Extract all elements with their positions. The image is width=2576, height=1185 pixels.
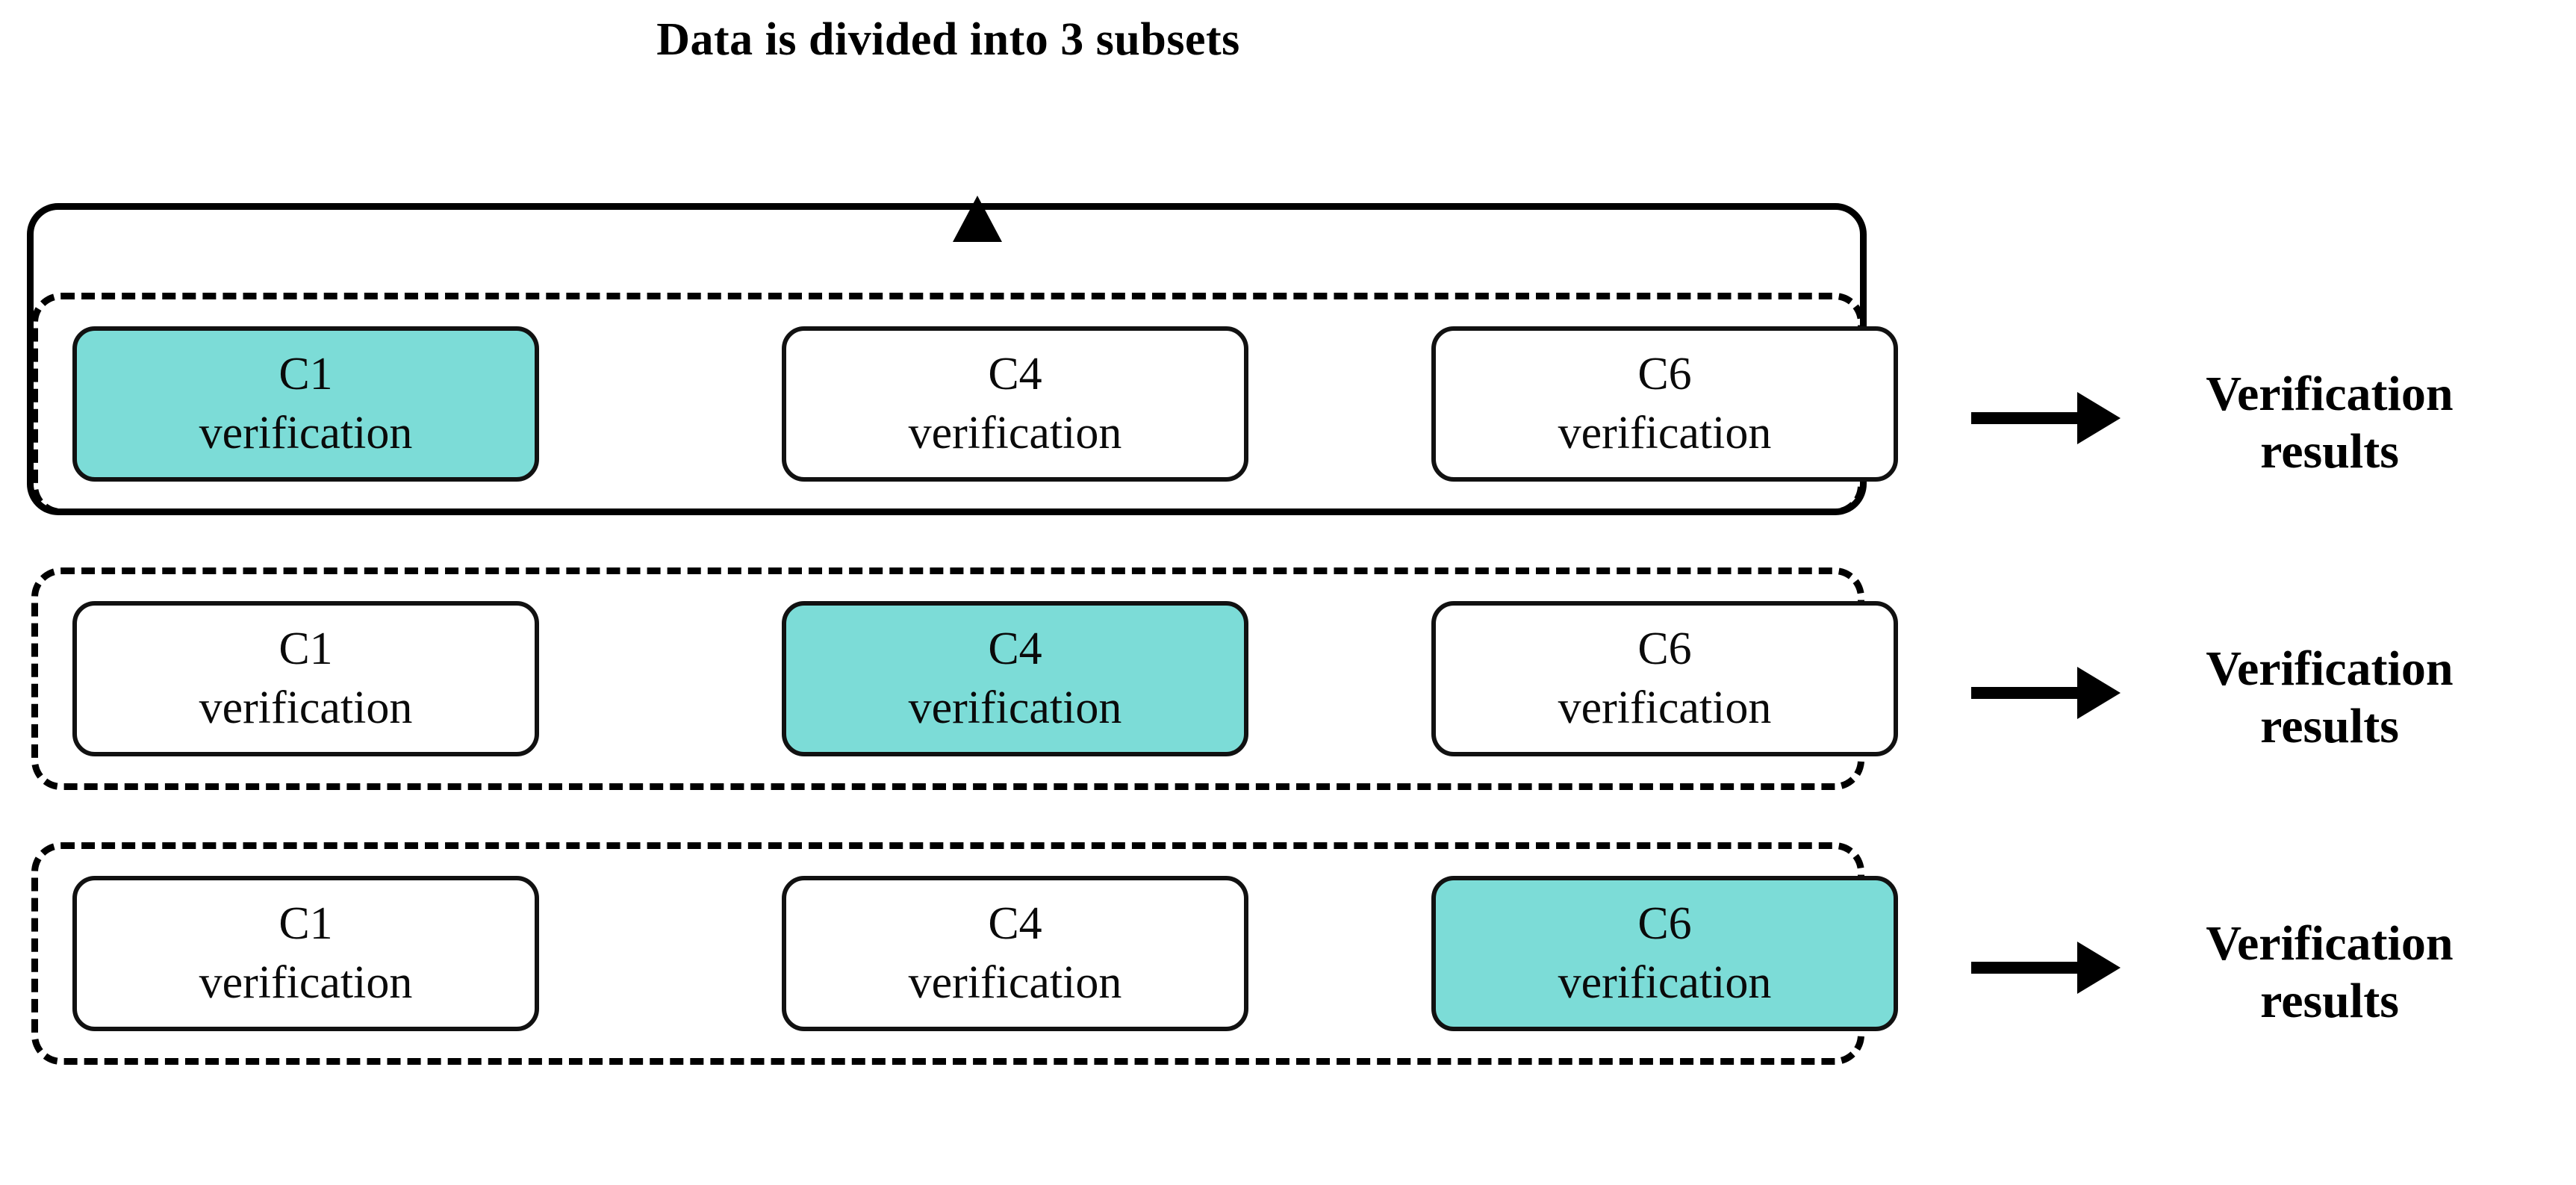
chunk-code: C1 xyxy=(279,348,333,399)
chunk-code: C4 xyxy=(988,348,1042,399)
chunk-box-r2c2[interactable]: C4 verification xyxy=(782,601,1248,756)
chunk-box-r1c2[interactable]: C4 verification xyxy=(782,326,1248,482)
subset-row-1: C1 verification C4 verification C6 verif… xyxy=(31,293,1898,515)
chunk-box-r3c3[interactable]: C6 verification xyxy=(1431,876,1898,1031)
verification-results-label-2: Verification results xyxy=(2106,641,2554,755)
arrow-shaft xyxy=(1971,962,2083,974)
chunk-code: C6 xyxy=(1637,348,1692,399)
result-line-2: results xyxy=(2260,423,2399,479)
chunk-action: verification xyxy=(199,682,413,733)
arrow-head xyxy=(2077,392,2121,444)
chunk-code: C6 xyxy=(1637,898,1692,949)
chunk-box-r1c3[interactable]: C6 verification xyxy=(1431,326,1898,482)
chunk-code: C4 xyxy=(988,623,1042,674)
chunk-box-r3c2[interactable]: C4 verification xyxy=(782,876,1248,1031)
chunk-action: verification xyxy=(908,682,1122,733)
arrow-shaft xyxy=(1971,687,2083,699)
chunk-box-r2c3[interactable]: C6 verification xyxy=(1431,601,1898,756)
arrow-head xyxy=(2077,667,2121,719)
result-line-2: results xyxy=(2260,973,2399,1028)
subset-row-2: C1 verification C4 verification C6 verif… xyxy=(31,567,1898,790)
up-triangle-icon xyxy=(953,196,1002,242)
chunk-action: verification xyxy=(199,408,413,458)
arrow-head xyxy=(2077,942,2121,994)
chunk-code: C1 xyxy=(279,623,333,674)
chunk-box-r3c1[interactable]: C1 verification xyxy=(72,876,539,1031)
result-line-1: Verification xyxy=(2206,641,2454,696)
chunk-box-r2c1[interactable]: C1 verification xyxy=(72,601,539,756)
chunk-action: verification xyxy=(1558,957,1772,1008)
chunk-action: verification xyxy=(199,957,413,1008)
chunk-action: verification xyxy=(1558,682,1772,733)
result-line-1: Verification xyxy=(2206,916,2454,971)
subset-row-3: C1 verification C4 verification C6 verif… xyxy=(31,842,1898,1065)
chunk-code: C6 xyxy=(1637,623,1692,674)
result-line-1: Verification xyxy=(2206,367,2454,421)
verification-results-label-1: Verification results xyxy=(2106,366,2554,480)
result-line-2: results xyxy=(2260,698,2399,753)
page-title: Data is divided into 3 subsets xyxy=(656,14,1240,65)
verification-results-label-3: Verification results xyxy=(2106,915,2554,1030)
arrow-shaft xyxy=(1971,412,2083,424)
chunk-action: verification xyxy=(1558,408,1772,458)
chunk-box-r1c1[interactable]: C1 verification xyxy=(72,326,539,482)
chunk-action: verification xyxy=(908,957,1122,1008)
chunk-code: C1 xyxy=(279,898,333,949)
chunk-action: verification xyxy=(908,408,1122,458)
chunk-code: C4 xyxy=(988,898,1042,949)
